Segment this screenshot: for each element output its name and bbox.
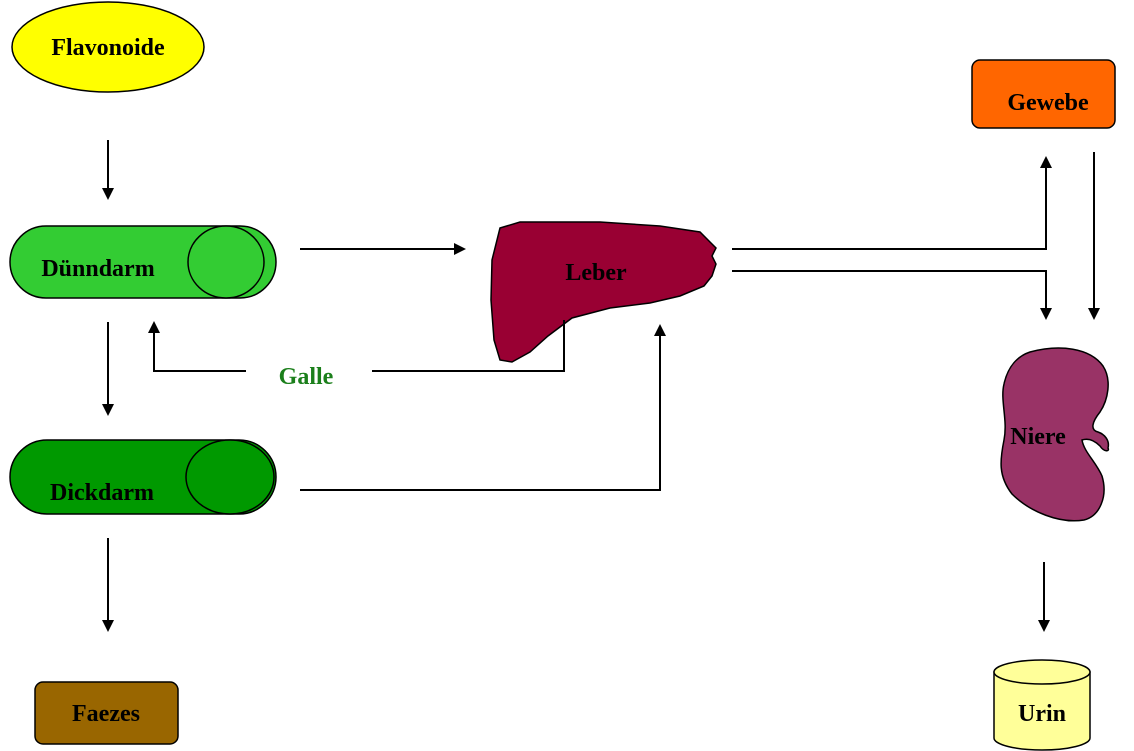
arrow-galle-left	[148, 321, 246, 372]
node-flavonoide: Flavonoide	[11, 1, 205, 93]
niere-shape	[1000, 347, 1110, 522]
urin-body	[993, 671, 1091, 751]
arrow-dickdarm-leber	[300, 324, 666, 491]
duenndarm-label: Dünndarm	[41, 256, 154, 282]
node-niere: Niere	[1000, 347, 1110, 522]
urin-top	[993, 659, 1091, 685]
flavonoide-shape	[11, 1, 205, 93]
node-dickdarm: Dickdarm	[9, 439, 277, 515]
dickdarm-label: Dickdarm	[50, 480, 154, 506]
leber-label: Leber	[565, 260, 627, 286]
arrow-leber-niere	[732, 270, 1052, 320]
node-leber: Leber	[490, 221, 717, 363]
faezes-label: Faezes	[72, 701, 140, 727]
node-gewebe: Gewebe	[971, 59, 1116, 129]
galle-label: Galle	[279, 364, 334, 390]
arrow-leber-gewebe	[732, 156, 1052, 250]
niere-label: Niere	[1010, 424, 1066, 450]
urin-label: Urin	[1018, 701, 1066, 727]
node-urin: Urin	[993, 659, 1091, 751]
node-duenndarm: Dünndarm	[9, 225, 277, 299]
gewebe-shape	[971, 59, 1116, 129]
faezes-shape	[34, 681, 179, 745]
flavonoide-label: Flavonoide	[51, 35, 165, 61]
leber-shape	[490, 221, 717, 363]
line-galle-right	[372, 320, 565, 372]
gewebe-label: Gewebe	[1007, 90, 1089, 116]
dickdarm-end	[185, 439, 275, 515]
duenndarm-end	[187, 225, 265, 299]
node-faezes: Faezes	[34, 681, 179, 745]
